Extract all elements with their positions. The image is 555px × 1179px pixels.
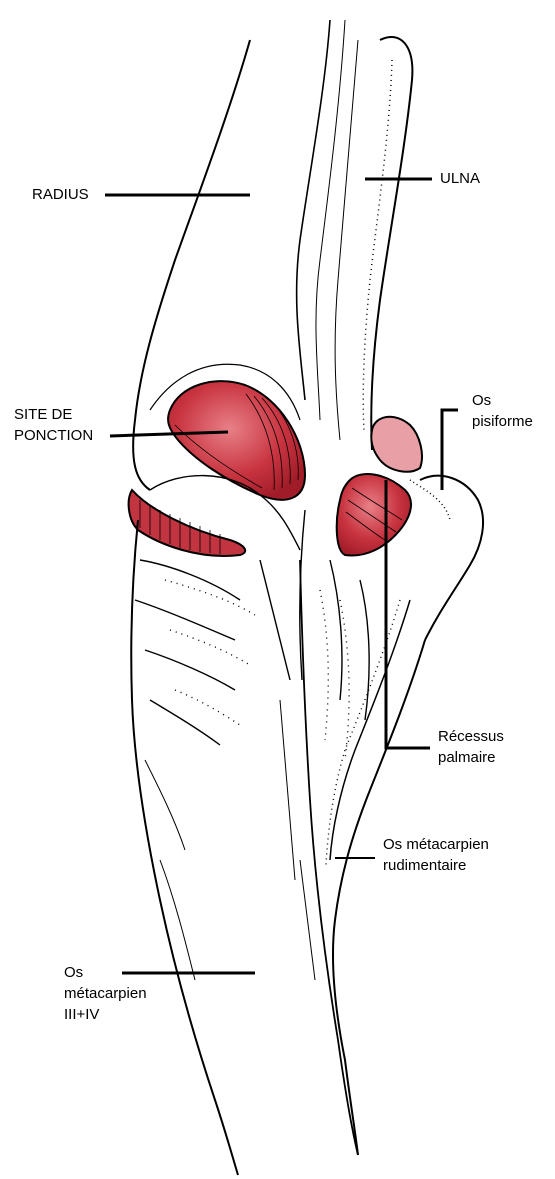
label-metacarpal-line1: Os [64, 962, 147, 983]
label-recessus: Récessus palmaire [438, 726, 504, 768]
label-puncture-site-line1: SITE DE [14, 404, 93, 425]
label-rudimentary-metacarpal: Os métacarpien rudimentaire [383, 834, 489, 876]
label-ulna: ULNA [440, 168, 480, 189]
label-rudimentary-line2: rudimentaire [383, 855, 489, 876]
puncture-site-right [337, 474, 411, 556]
ulna-outline [371, 37, 412, 450]
puncture-band-left [129, 490, 246, 556]
label-rudimentary-line1: Os métacarpien [383, 834, 489, 855]
label-metacarpal-line2: métacarpien [64, 983, 147, 1004]
accessory-carpal [420, 476, 483, 640]
carpal-stippling [165, 580, 349, 760]
rudimentary-metacarpal-stipple [326, 600, 400, 865]
label-puncture-site-line2: PONCTION [14, 425, 93, 446]
radius-groove [316, 20, 345, 420]
label-pisiform: Os pisiforme [472, 390, 533, 432]
label-pisiform-line1: Os [472, 390, 533, 411]
label-radius-text: RADIUS [32, 184, 89, 205]
metacarpal-detail-lines [145, 700, 315, 980]
label-puncture-site: SITE DE PONCTION [14, 404, 93, 446]
pisiform-bone [371, 417, 422, 472]
label-metacarpal: Os métacarpien III+IV [64, 962, 147, 1025]
label-radius: RADIUS [32, 184, 89, 205]
label-pisiform-line2: pisiforme [472, 411, 533, 432]
label-ulna-text: ULNA [440, 168, 480, 189]
metacarpal-main-right [333, 640, 425, 1155]
label-metacarpal-line3: III+IV [64, 1004, 147, 1025]
label-recessus-line2: palmaire [438, 747, 504, 768]
radius-inner-edge [297, 20, 330, 400]
label-recessus-line1: Récessus [438, 726, 504, 747]
accessory-carpal-inner [410, 480, 450, 520]
